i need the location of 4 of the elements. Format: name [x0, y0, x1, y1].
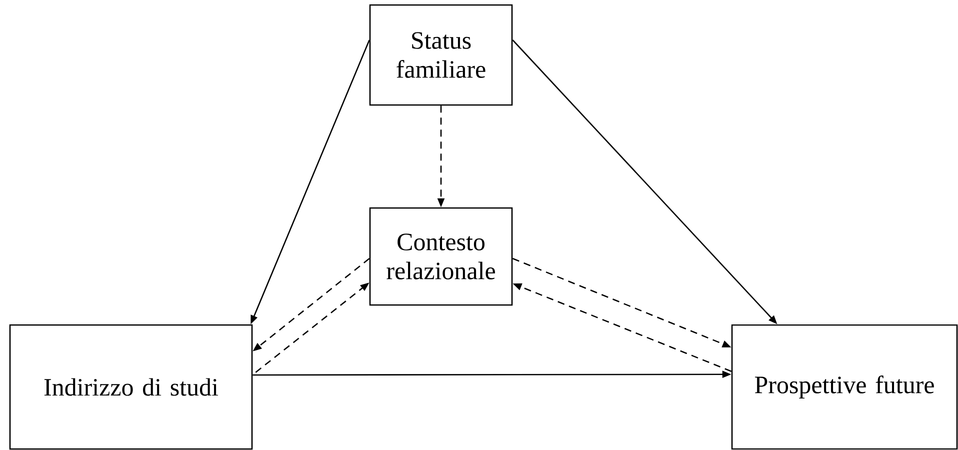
- box: Status familiare: [369, 4, 513, 106]
- box: Contesto relazionale: [369, 207, 513, 306]
- box: Prospettive future: [731, 324, 958, 450]
- box: Indirizzo di studi: [9, 324, 253, 450]
